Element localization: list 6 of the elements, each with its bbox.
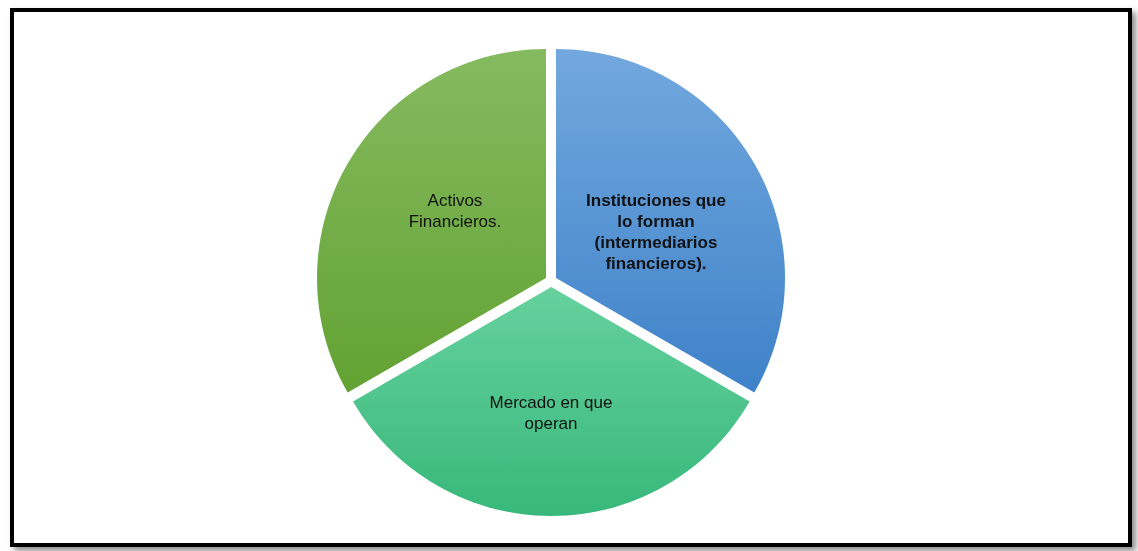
segment-label: Activos Financieros. — [407, 190, 503, 232]
segment-label: Mercado en que operan — [488, 392, 614, 434]
pie-segment — [316, 49, 546, 393]
segment-label: Instituciones que lo forman (intermediarios financieros). — [585, 190, 727, 274]
pie-segment — [352, 287, 750, 516]
pie-segment — [556, 49, 786, 393]
